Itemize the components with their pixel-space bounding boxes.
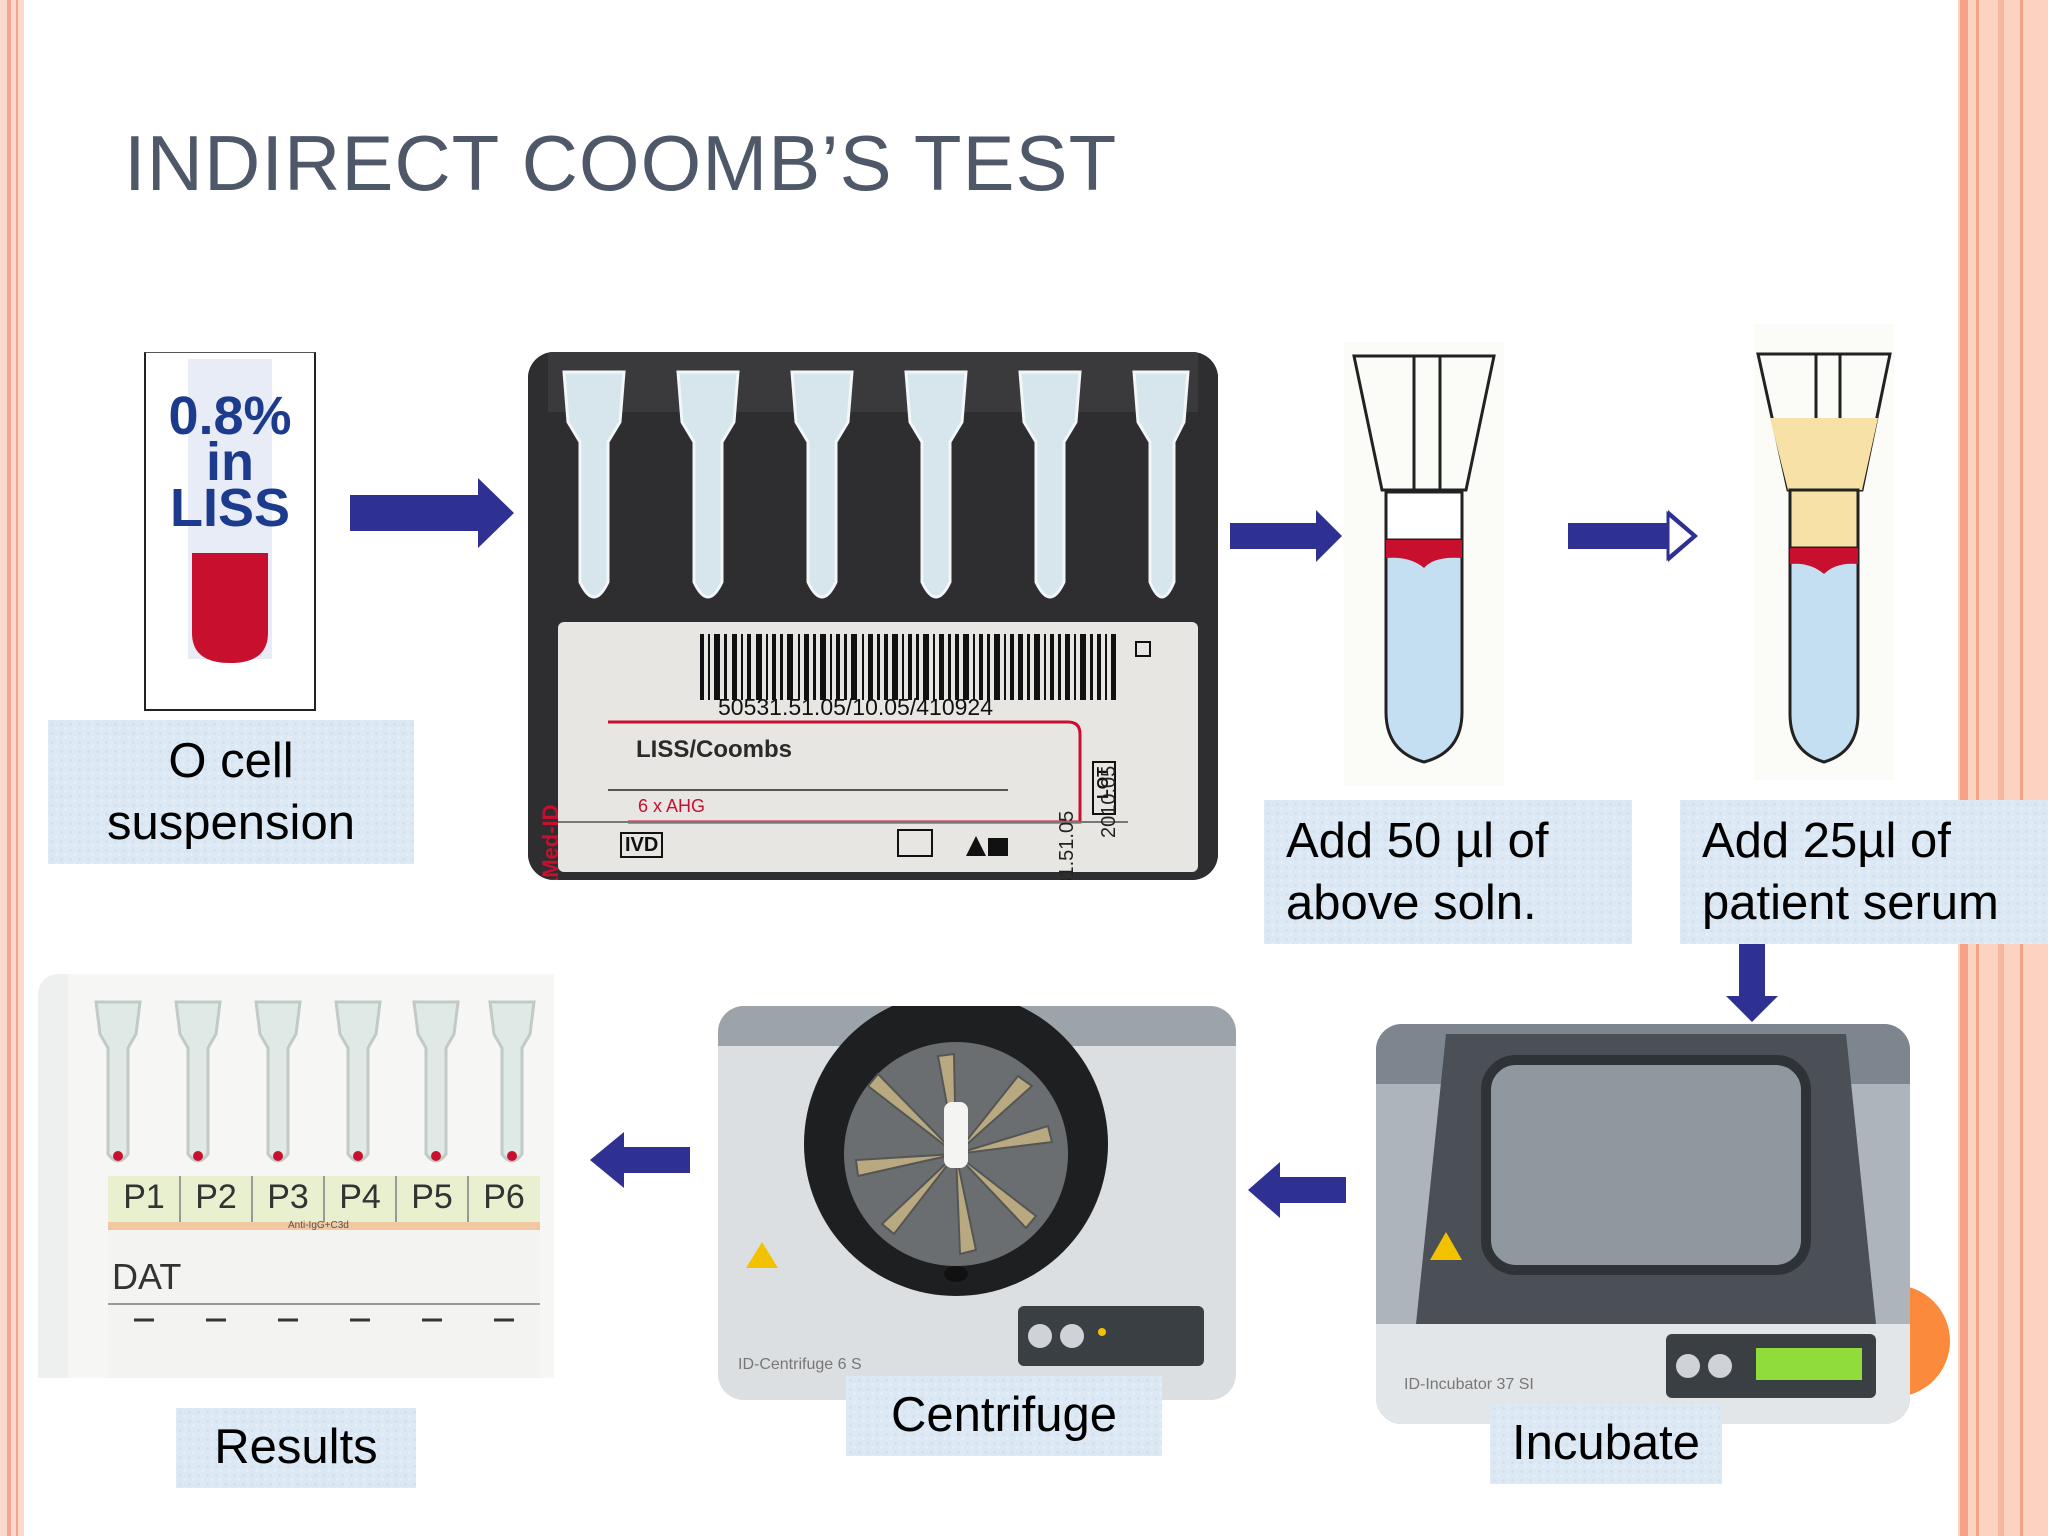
results-column-p1: P1 <box>123 1178 165 1216</box>
right-border <box>1958 0 2048 1536</box>
liss-coombs-card-image: 50531.51.05/10.05/410924 DiaMed-ID LISS/… <box>528 352 1218 880</box>
results-dat: DAT <box>112 1256 182 1297</box>
label-add-50: Add 50 µl of above soln. <box>1264 800 1632 944</box>
results-column-p3: P3 <box>267 1178 309 1216</box>
label-o-cell: O cell suspension <box>48 720 414 864</box>
arrow-right-icon <box>350 478 514 548</box>
card-side-date: 2010.05 <box>1098 765 1120 838</box>
tube-label-line3: LISS <box>169 478 291 538</box>
arrow-right-icon <box>1568 510 1698 562</box>
incubator-image: ID-Incubator 37 SI <box>1376 1024 1910 1424</box>
card-ivd: IVD <box>620 832 664 858</box>
left-border <box>0 0 24 1536</box>
gel-column-diagram-2 <box>1754 324 1894 780</box>
incubator-model: ID-Incubator 37 SI <box>1404 1376 1534 1393</box>
results-card-image: P1 P2 P3 P4 P5 P6 Anti-IgG+C3d DAT <box>38 974 554 1378</box>
gel-column-diagram-1 <box>1344 342 1504 786</box>
label-incubate: Incubate <box>1490 1404 1722 1484</box>
card-side-number: 50531.51.05 <box>1056 810 1078 880</box>
label-results: Results <box>176 1408 416 1488</box>
card-sub: 6 x AHG <box>638 796 706 816</box>
results-columns: P1 P2 P3 P4 P5 P6 <box>108 1178 540 1217</box>
results-column-p5: P5 <box>411 1178 453 1216</box>
centrifuge-image: ID-Centrifuge 6 S <box>718 1006 1236 1400</box>
arrow-right-icon <box>1230 510 1342 562</box>
results-column-p2: P2 <box>195 1178 237 1216</box>
liss-tube-image: 0.8% in LISS <box>144 352 316 711</box>
card-barcode-number: 50531.51.05/10.05/410924 <box>718 694 993 720</box>
centrifuge-model: ID-Centrifuge 6 S <box>738 1356 862 1373</box>
results-column-p4: P4 <box>339 1178 381 1216</box>
tube-label-line1: 0.8% <box>168 386 292 446</box>
label-centrifuge: Centrifuge <box>846 1376 1162 1456</box>
card-brand: DiaMed-ID <box>538 804 563 880</box>
tube-label-line2: in <box>206 432 254 492</box>
slide-title: INDIRECT COOMB’S TEST <box>124 119 1118 207</box>
label-add-25: Add 25µl of patient serum <box>1680 800 2048 944</box>
results-anti: Anti-IgG+C3d <box>288 1220 349 1231</box>
arrow-down-icon <box>1726 944 1778 1022</box>
arrow-left-icon <box>590 1132 690 1188</box>
results-column-p6: P6 <box>483 1178 525 1216</box>
card-product: LISS/Coombs <box>636 736 793 763</box>
arrow-left-icon <box>1248 1162 1346 1218</box>
